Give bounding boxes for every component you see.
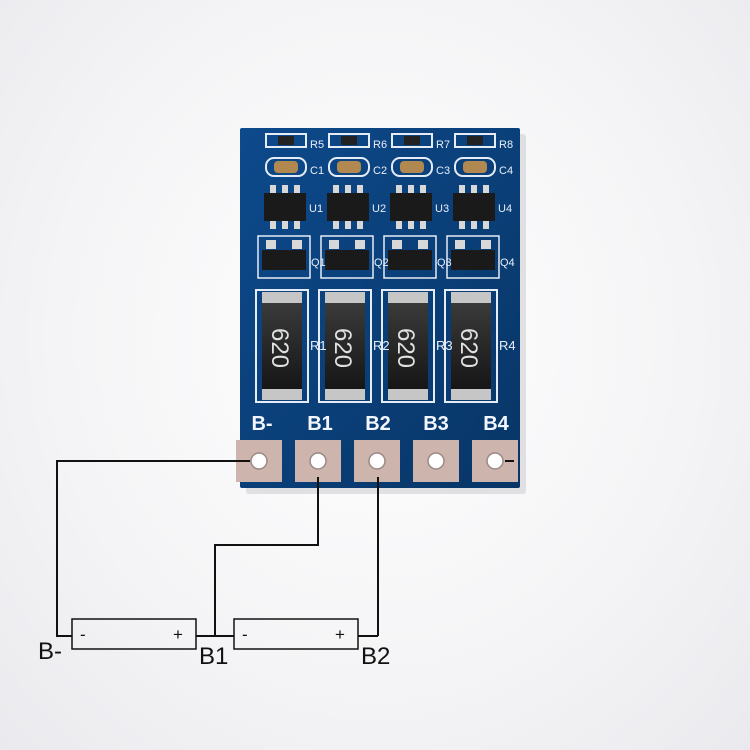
marking-r4: 620 [455,328,482,368]
marking-r2: 620 [329,328,356,368]
label-r3: R3 [436,338,453,353]
label-u1: U1 [309,203,323,215]
label-r6: R6 [373,139,387,151]
wiring-lines [56,460,514,637]
pad-labels: B- B1 B2 B3 B4 [251,413,509,435]
label-r4: R4 [499,338,516,353]
ic-row: U1 U2 U3 U4 [264,185,512,229]
label-r1: R1 [310,338,327,353]
cell1-plus: + [173,625,183,644]
wire-label-bminus: B- [38,638,62,665]
battery-cell-1 [71,618,197,650]
battery-cells [71,618,359,650]
label-c2: C2 [373,165,387,177]
top-resistor-row: R5 R6 R7 R8 [265,133,513,151]
label-q1: Q1 [311,257,326,269]
label-r7: R7 [436,139,450,151]
label-c1: C1 [310,165,324,177]
capacitor-row: C1 C2 C3 C4 [265,157,513,177]
wire-label-b2: B2 [361,643,390,670]
marking-r3: 620 [392,328,419,368]
solder-pads [236,440,518,482]
wire-label-b1: B1 [199,643,228,670]
label-q2: Q2 [374,257,389,269]
label-r8: R8 [499,139,513,151]
label-u2: U2 [372,203,386,215]
pcb-board [240,128,520,488]
label-r2: R2 [373,338,390,353]
cell2-plus: + [335,625,345,644]
pad-label-b2: B2 [365,413,391,435]
pad-label-bminus: B- [251,413,272,435]
label-r5: R5 [310,139,324,151]
marking-r1: 620 [266,328,293,368]
pad-label-b4: B4 [483,413,509,435]
label-u4: U4 [498,203,512,215]
cell1-minus: - [80,625,86,644]
battery-cell-2 [233,618,359,650]
label-q3: Q3 [437,257,452,269]
transistor-row: Q1 Q2 Q3 Q4 [257,235,515,279]
cell2-minus: - [242,625,248,644]
label-q4: Q4 [500,257,515,269]
label-c3: C3 [436,165,450,177]
label-c4: C4 [499,165,513,177]
pad-label-b3: B3 [423,413,449,435]
label-u3: U3 [435,203,449,215]
pad-label-b1: B1 [307,413,333,435]
big-resistor-row: 620 620 620 620 R1 R2 R3 R4 [255,289,516,403]
